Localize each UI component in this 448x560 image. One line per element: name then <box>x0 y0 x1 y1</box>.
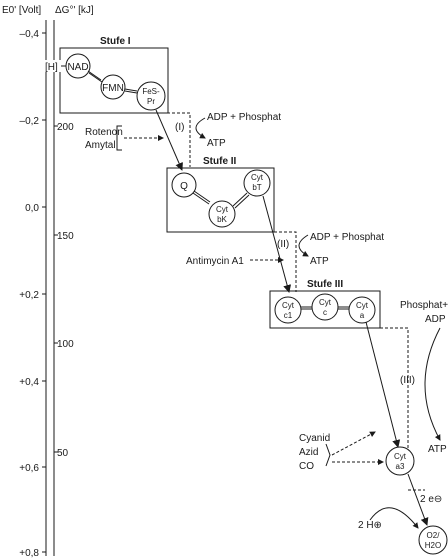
fes-label-1: FeS- <box>142 87 160 96</box>
e0-tick-label: 0,0 <box>25 203 39 214</box>
stage-2-label: Stufe II <box>203 156 237 167</box>
dg-tick-label: 50 <box>57 448 69 459</box>
stage-1-label: Stufe I <box>100 36 131 47</box>
amytal-label: Amytal <box>85 140 116 151</box>
co-label: CO <box>299 461 314 472</box>
e0-tick-label: –0,2 <box>20 116 40 127</box>
site-3-adp: ADP <box>425 314 446 325</box>
cyt-bt-label-2: bT <box>252 183 261 192</box>
site-2-curve-arrow <box>298 234 309 257</box>
electron-arrow-1 <box>155 109 183 171</box>
branch-3-dashed <box>380 327 409 470</box>
fes-label-2: Pr <box>147 97 155 106</box>
dg-tick-label: 100 <box>57 339 74 350</box>
cyanid-label: Cyanid <box>299 433 330 444</box>
electron-arrow-4 <box>407 473 429 526</box>
cyt-c-label-1: Cyt <box>319 298 332 307</box>
cyt-bt-carrier <box>243 169 271 197</box>
dg-axis-label: ΔG°' [kJ] <box>55 5 94 16</box>
stage-2-complex: Stufe II Q Cyt bK Cyt bT <box>166 156 275 233</box>
site-2-atp: ATP <box>310 256 329 267</box>
cyt-a-label-2: a <box>360 311 365 320</box>
site-1-atp: ATP <box>207 138 226 149</box>
site-3-atp: ATP <box>428 444 447 455</box>
cyt-a3-carrier <box>385 446 415 476</box>
site-3-label: (III) <box>400 375 415 386</box>
q-carrier <box>171 172 197 198</box>
site-2-label: (II) <box>277 239 289 250</box>
e0-axis-label: E0' [Volt] <box>2 5 41 16</box>
dg-tick-label: 200 <box>57 122 74 133</box>
site-3-phosphat: Phosphat+ <box>400 300 448 311</box>
protons-curve-arrow <box>369 507 419 529</box>
h-label: [H] <box>45 62 58 73</box>
nad-label: NAD <box>67 62 88 73</box>
branch-2-dashed <box>274 231 297 292</box>
cyt-bk-label-1: Cyt <box>216 205 229 214</box>
nad-carrier <box>65 53 91 79</box>
cyt-a3-label-2: a3 <box>396 462 405 471</box>
antimycin-label: Antimycin A1 <box>186 256 244 267</box>
cyt-c1-carrier <box>274 296 302 324</box>
stage-1-complex: Stufe I [H] NAD FMN FeS- Pr <box>44 36 169 114</box>
e0-tick-label: +0,4 <box>19 377 39 388</box>
e0-tick-label: +0,8 <box>19 548 39 559</box>
q-label: Q <box>180 181 188 192</box>
rotenon-bracket <box>116 125 122 151</box>
e0-tick-label: –0,4 <box>20 29 40 40</box>
site-2-adp: ADP + Phosphat <box>310 232 384 243</box>
fmn-label: FMN <box>102 83 124 94</box>
cyt-a-label-1: Cyt <box>356 301 369 310</box>
fmn-carrier <box>100 74 126 100</box>
dg-tick-label: 150 <box>57 231 74 242</box>
azid-label: Azid <box>299 447 318 458</box>
e0-tick-label: +0,6 <box>19 463 39 474</box>
electron-arrow-2 <box>262 195 292 293</box>
cyt-a-carrier <box>348 296 376 324</box>
cyanid-bracket <box>325 443 331 467</box>
cyt-bt-label-1: Cyt <box>251 173 264 182</box>
site-3-curve-arrow <box>424 327 441 441</box>
cyt-a3-label-1: Cyt <box>394 452 407 461</box>
cyt-c1-label-2: c1 <box>284 311 293 320</box>
two-protons-label: 2 H⊕ <box>358 520 382 531</box>
cyt-c-label-2: c <box>323 308 327 317</box>
two-electrons-label: 2 e⊖ <box>420 494 442 505</box>
rotenon-label: Rotenon <box>85 127 123 138</box>
branch-1-dashed <box>167 112 191 167</box>
cyt-c1-label-1: Cyt <box>282 301 295 310</box>
stage-3-complex: Stufe III Cyt c1 Cyt c Cyt a <box>269 279 381 329</box>
o2-h2o-carrier <box>418 525 448 555</box>
e0-axis: E0' [Volt] –0,4 –0,2 0,0 +0,2 +0,4 +0,6 +0,8 <box>2 5 47 559</box>
o2-label: O2/ <box>427 531 441 540</box>
dg-axis: ΔG°' [kJ] 200 150 100 50 <box>53 5 94 556</box>
stage-3-label: Stufe III <box>307 279 343 290</box>
cyt-bk-carrier <box>208 200 236 228</box>
cyt-bk-label-2: bK <box>217 215 227 224</box>
cyanid-inhibition-arrow-1 <box>331 431 376 456</box>
electron-arrow-3 <box>365 321 401 448</box>
h2o-label: H2O <box>425 541 441 550</box>
site-1-label: (I) <box>175 122 184 133</box>
site-1-adp: ADP + Phosphat <box>207 112 281 123</box>
fes-protein-carrier <box>136 81 166 111</box>
e0-tick-label: +0,2 <box>19 290 39 301</box>
site-1-curve-arrow <box>195 117 206 139</box>
